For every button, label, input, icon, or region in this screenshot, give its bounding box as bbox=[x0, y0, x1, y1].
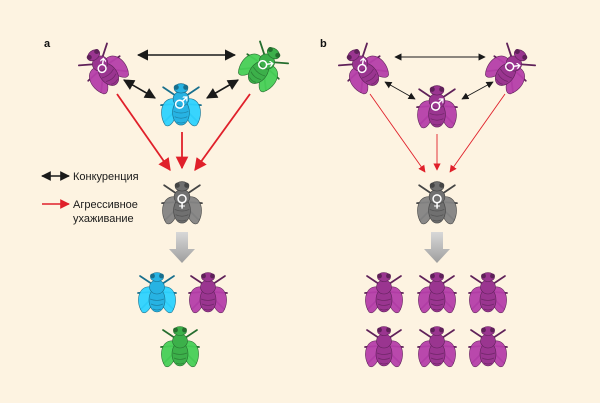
offspring-fly-magenta bbox=[468, 326, 508, 368]
offspring-arrow-b bbox=[424, 232, 450, 263]
competition-arrow bbox=[384, 81, 416, 100]
courtship-arrow bbox=[369, 93, 426, 173]
panel-a-courtship-arrows bbox=[116, 93, 251, 172]
panel-a-letter: a bbox=[44, 38, 51, 50]
fly-male-green: ♂ bbox=[238, 40, 290, 93]
flies-layer: ♂ ♂ ♂ ♀ ♂ ♂ ♂ ♀ bbox=[77, 40, 537, 368]
offspring-fly-cyan bbox=[137, 272, 177, 314]
panel-a-competition-arrows bbox=[123, 49, 239, 99]
offspring-fly-green bbox=[160, 326, 200, 368]
legend-competition-label: Конкуренция bbox=[73, 171, 139, 183]
legend: Конкуренция Агрессивное ухаживание bbox=[41, 171, 139, 225]
male-symbol: ♂ bbox=[173, 92, 188, 112]
offspring-fly-magenta bbox=[188, 272, 228, 314]
fly-male-magenta: ♂ bbox=[416, 85, 458, 129]
courtship-arrow bbox=[194, 93, 251, 172]
legend-courtship-label-line2: ухаживание bbox=[73, 213, 134, 225]
panel-b-courtship-arrows bbox=[369, 93, 506, 173]
courtship-arrow bbox=[116, 93, 171, 172]
panel-b-competition-arrows bbox=[384, 53, 494, 100]
offspring-fly-magenta bbox=[364, 272, 404, 314]
fly-male-magenta: ♂ bbox=[337, 42, 389, 95]
offspring-fly-magenta bbox=[417, 272, 457, 314]
competition-arrow bbox=[461, 81, 494, 100]
fly-male-magenta: ♂ bbox=[485, 42, 537, 95]
panel-b-letter: b bbox=[320, 38, 327, 50]
fly-male-cyan: ♂ bbox=[160, 83, 202, 127]
fly-male-magenta: ♂ bbox=[77, 42, 129, 95]
courtship-arrow bbox=[449, 93, 506, 173]
offspring-arrow-a bbox=[169, 232, 195, 263]
offspring-fly-magenta bbox=[364, 326, 404, 368]
fly-female: ♀ bbox=[416, 181, 458, 225]
offspring-fly-magenta bbox=[417, 326, 457, 368]
competition-arrow bbox=[123, 79, 156, 99]
offspring-fly-magenta bbox=[468, 272, 508, 314]
fly-female: ♀ bbox=[161, 181, 203, 225]
female-symbol: ♀ bbox=[176, 190, 188, 210]
legend-courtship-label-line1: Агрессивное bbox=[73, 199, 138, 211]
competition-arrow bbox=[206, 79, 239, 99]
male-symbol: ♂ bbox=[429, 94, 444, 114]
female-symbol: ♀ bbox=[431, 190, 443, 210]
